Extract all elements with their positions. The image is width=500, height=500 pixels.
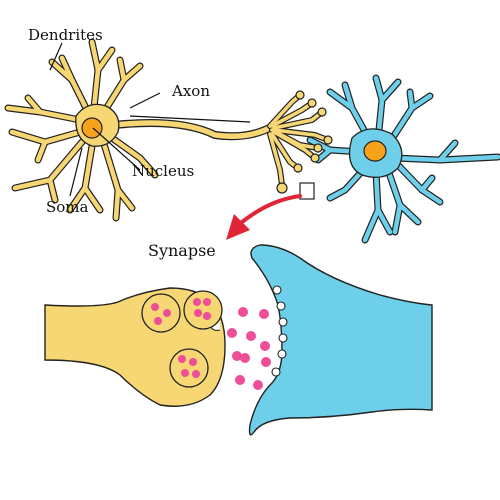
terminal-bouton [313, 143, 323, 153]
label-axon: Axon [171, 82, 210, 100]
receptor-site [276, 301, 286, 311]
neurotransmitter [259, 309, 269, 319]
dendrites-leader [49, 42, 63, 71]
yellow-neuron-axon [111, 118, 279, 141]
label-dendrites: Dendrites [28, 26, 103, 44]
vesicle [169, 348, 209, 388]
neurotransmitter [260, 341, 270, 351]
terminal-bouton [307, 98, 317, 108]
receptor-sites [271, 285, 288, 377]
synaptic-vesicles [141, 290, 223, 388]
label-leaders [49, 42, 251, 197]
terminal-bouton [310, 153, 320, 163]
neurotransmitter [261, 357, 271, 367]
receptor-site [277, 349, 287, 359]
blue-neuron [306, 74, 500, 244]
neurotransmitter [227, 328, 237, 338]
neurotransmitter [240, 353, 250, 363]
terminal-bouton [323, 135, 333, 145]
terminal-bouton [276, 182, 288, 194]
axon-leader-tick [129, 92, 161, 109]
soma-leader [69, 147, 83, 197]
axon-leader [129, 115, 251, 123]
receptor-site [278, 317, 288, 327]
postsynaptic-membrane [248, 244, 433, 436]
terminal-bouton [295, 90, 305, 100]
yellow-neuron-axon-terminals [267, 90, 333, 194]
receptor-site [278, 333, 288, 343]
blue-neuron-dendrites [306, 74, 500, 244]
neurotransmitter [235, 375, 245, 385]
zoom-arrow [226, 194, 302, 240]
neurotransmitter [238, 307, 248, 317]
terminal-bouton [293, 163, 303, 173]
receptor-site [272, 285, 282, 295]
nucleus-leader [92, 127, 141, 171]
terminal-bouton [317, 107, 327, 117]
vesicle [141, 293, 181, 333]
neurotransmitter [246, 331, 256, 341]
blue-neuron-nucleus [363, 140, 387, 162]
yellow-neuron [4, 38, 333, 222]
label-synapse: Synapse [148, 241, 216, 260]
neurotransmitters [227, 307, 271, 390]
label-soma: Soma [46, 198, 89, 216]
vesicle [183, 290, 223, 330]
zoom-marker-box [299, 182, 315, 200]
receptor-site [271, 367, 281, 377]
neurotransmitter [253, 380, 263, 390]
synapse-closeup [44, 244, 433, 436]
yellow-neuron-dendrites [4, 38, 159, 222]
neurotransmitter [232, 351, 242, 361]
label-nucleus: Nucleus [132, 162, 194, 180]
yellow-neuron-nucleus [81, 117, 103, 139]
